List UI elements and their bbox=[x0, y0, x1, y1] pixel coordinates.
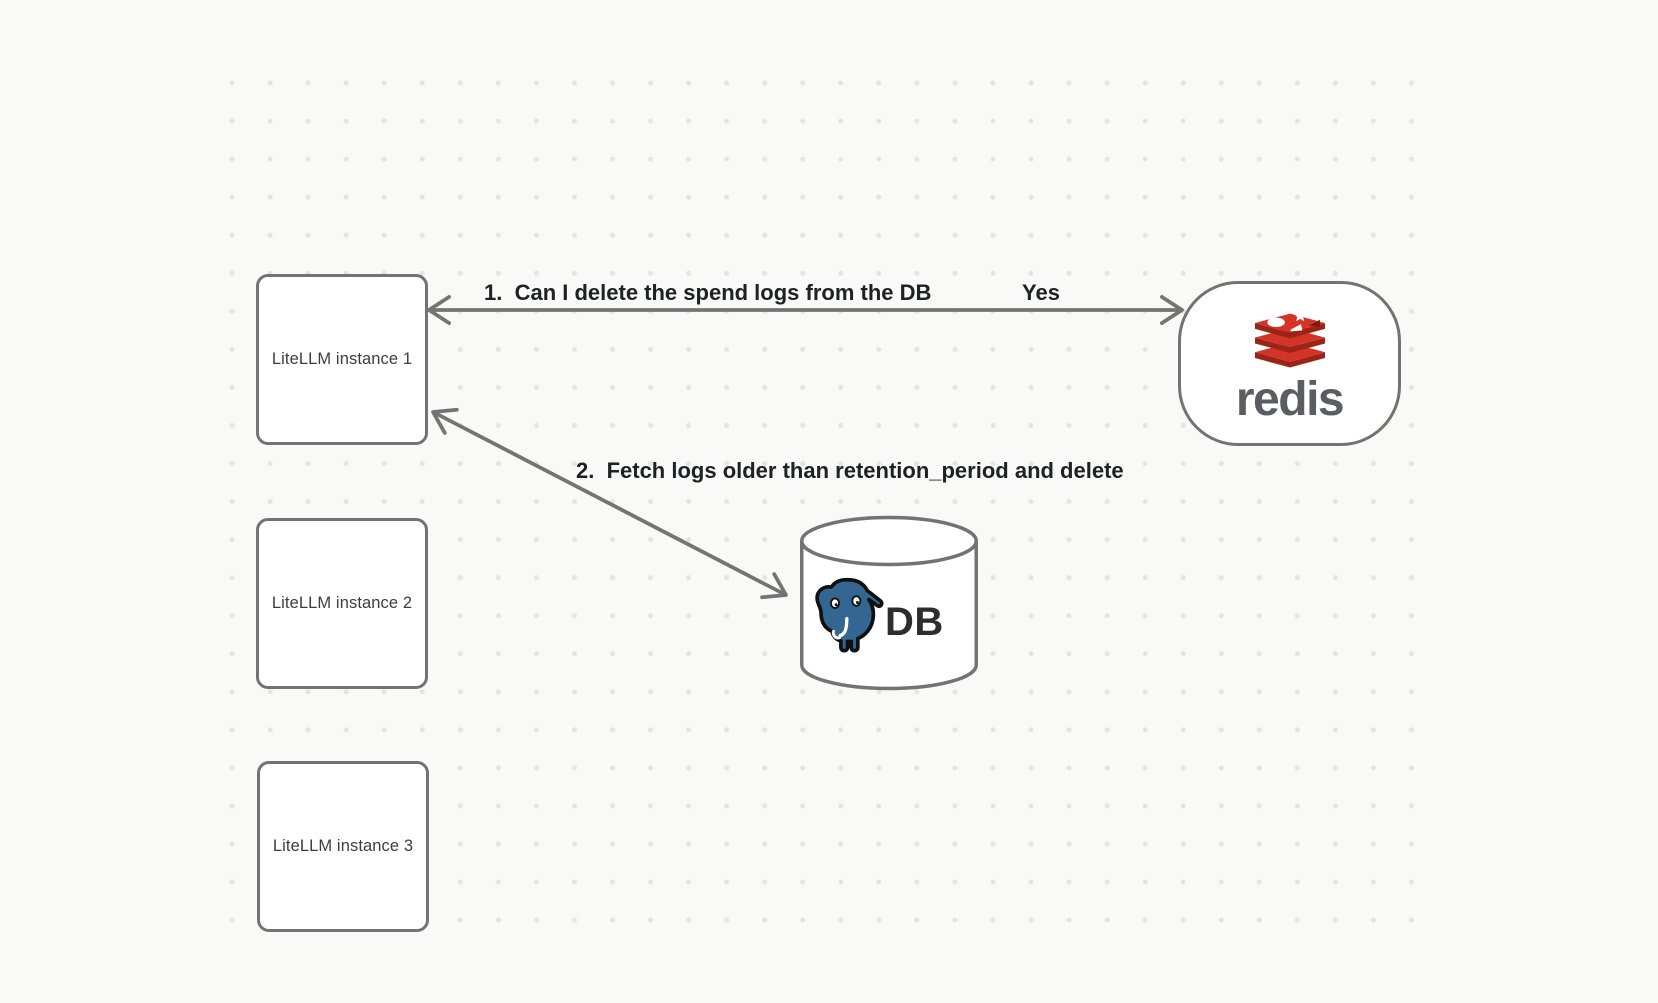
litellm-instance-3-label: LiteLLM instance 3 bbox=[272, 837, 414, 855]
db-label: DB bbox=[885, 600, 944, 644]
node-litellm-instance-3[interactable]: LiteLLM instance 3 bbox=[257, 761, 429, 932]
arrow2-step-label[interactable]: 2. Fetch logs older than retention_perio… bbox=[576, 458, 1124, 483]
arrow1-answer-label[interactable]: Yes bbox=[1022, 280, 1060, 305]
node-redis[interactable]: redis bbox=[1178, 281, 1401, 446]
node-litellm-instance-1[interactable]: LiteLLM instance 1 bbox=[256, 274, 428, 445]
redis-cube-icon bbox=[1254, 309, 1325, 368]
litellm-instance-1-label: LiteLLM instance 1 bbox=[271, 350, 413, 368]
node-db[interactable]: DB bbox=[798, 514, 980, 694]
redis-wordmark: redis bbox=[1235, 373, 1345, 426]
litellm-instance-2-label: LiteLLM instance 2 bbox=[271, 594, 413, 612]
node-litellm-instance-2[interactable]: LiteLLM instance 2 bbox=[256, 518, 428, 689]
arrow-instance1-redis[interactable] bbox=[427, 295, 1184, 325]
arrow1-question-label[interactable]: 1. Can I delete the spend logs from the … bbox=[484, 280, 932, 305]
postgres-elephant-icon bbox=[815, 577, 884, 653]
arrow-instance1-db[interactable] bbox=[431, 407, 788, 600]
